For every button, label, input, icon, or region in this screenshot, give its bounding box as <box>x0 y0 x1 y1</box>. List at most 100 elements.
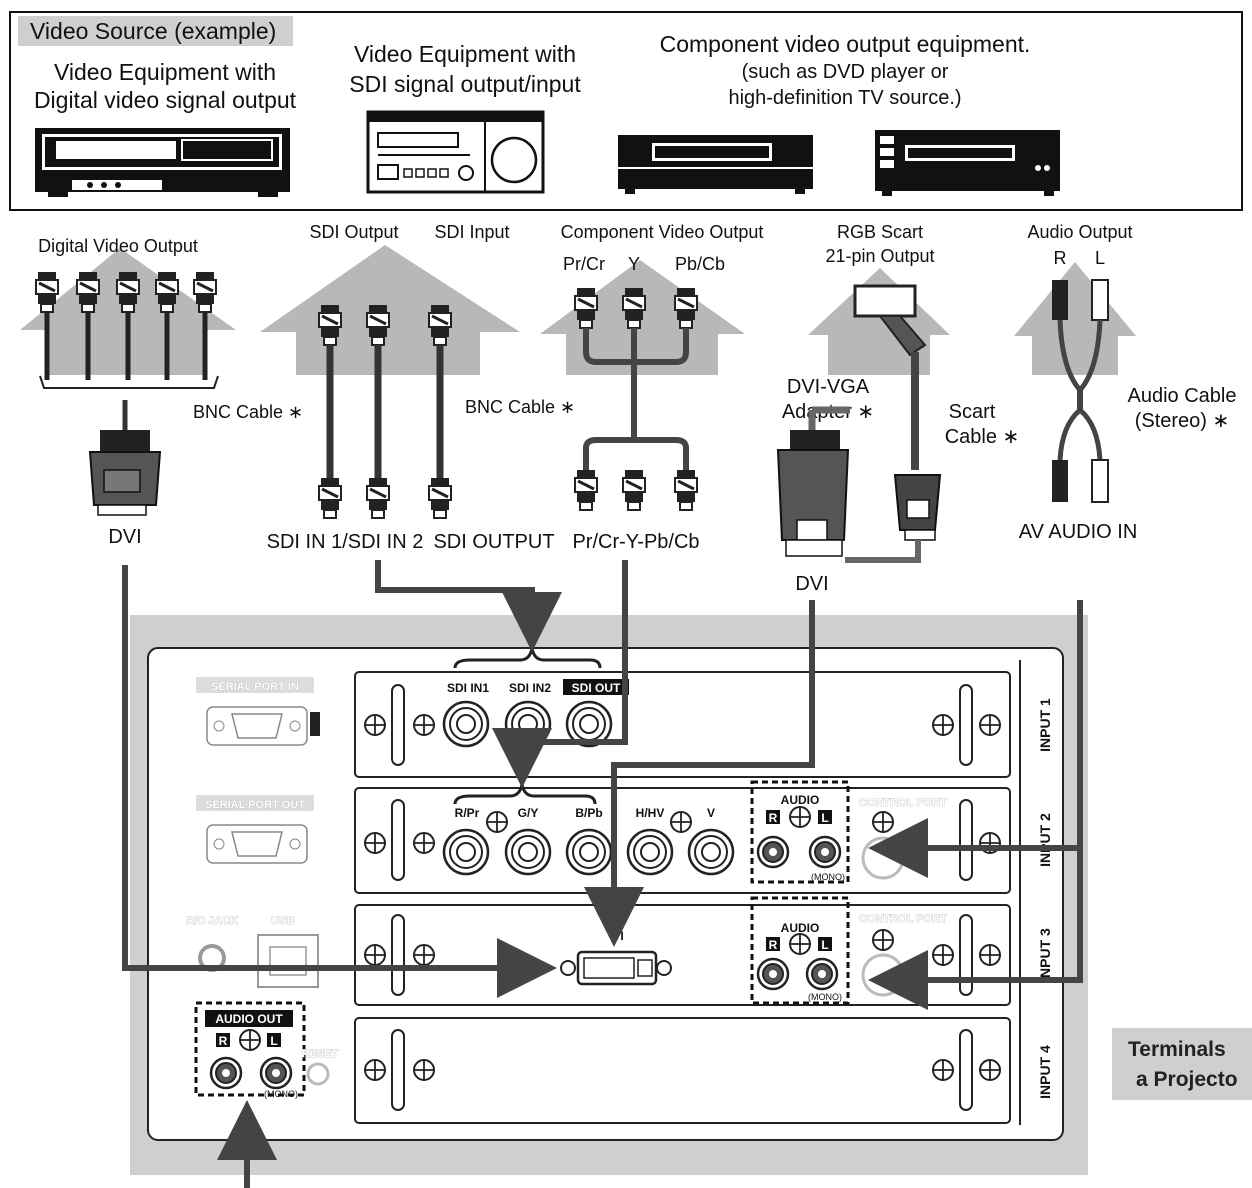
component-video-output-label: Component Video Output <box>561 222 764 242</box>
audio-output-arrow <box>1014 262 1136 375</box>
dvi-left-label: DVI <box>108 526 141 548</box>
input3-mono-label: (MONO) <box>808 992 842 1002</box>
reset-label: RESET <box>302 1048 339 1060</box>
input3-l-label: L <box>821 938 828 952</box>
reset-button[interactable] <box>306 1062 330 1086</box>
plus-screw-icon <box>789 806 811 828</box>
input4-slot <box>354 1017 1011 1124</box>
dvi-plug-left <box>88 430 162 516</box>
bnc-plug-3 <box>115 270 141 380</box>
plus-screw-icon <box>670 811 692 833</box>
dvi-vga-adapter-line1: DVI-VGA <box>787 376 870 398</box>
input3-audio-l-jack[interactable] <box>805 957 839 991</box>
sdi-equipment-line2: SDI signal output/input <box>349 71 581 97</box>
usb-label: USB <box>271 915 294 927</box>
input3-audio-label: AUDIO <box>781 921 820 935</box>
audio-output-label: Audio Output <box>1027 222 1132 242</box>
component-equipment-line1: Component video output equipment. <box>660 31 1031 57</box>
input2-audio-label: AUDIO <box>781 793 820 807</box>
component-equipment-line2: (such as DVD player or <box>742 61 949 83</box>
scart-cable-line1: Scart <box>949 401 996 423</box>
y-label: Y <box>628 254 640 274</box>
input3-slot: I AUDIO R L (MONO) CONTROL PORT <box>354 896 1011 1006</box>
plus-screw-icon <box>872 929 894 951</box>
h-hv-jack[interactable] <box>626 828 674 876</box>
sdi-device-icon <box>366 110 545 194</box>
input3-r-label: R <box>769 938 778 952</box>
input3-control-port[interactable] <box>861 953 905 997</box>
h-hv-label: H/HV <box>636 806 665 820</box>
input2-audio-r-jack[interactable] <box>756 835 790 869</box>
source-tag-bg <box>18 16 293 46</box>
digital-equipment-line2: Digital video signal output <box>34 87 297 113</box>
g-y-jack[interactable] <box>504 828 552 876</box>
audio-out-l-label: L <box>270 1034 277 1048</box>
av-audio-in-label: AV AUDIO IN <box>1019 521 1138 543</box>
audio-cable-line1: Audio Cable <box>1128 385 1237 407</box>
audio-out-group <box>194 1001 306 1097</box>
audio-out-mono-label: (MONO) <box>264 1089 298 1099</box>
input1-label: INPUT 1 <box>1037 698 1053 752</box>
serial-port-out-connector[interactable] <box>206 824 308 864</box>
sdi-to-input1-line <box>375 560 562 652</box>
sdi-output-connector-label: SDI OUTPUT <box>433 531 554 553</box>
dvi-input-port[interactable] <box>560 950 672 986</box>
rgb-scart-label-line2: 21-pin Output <box>825 246 934 266</box>
bnc-plug-4 <box>154 270 180 380</box>
sdi-in2-label: SDI IN2 <box>509 681 551 695</box>
input2-slot: R/Pr G/Y B/Pb H/HV V AUDIO R L (MONO) CO… <box>354 780 1011 894</box>
source-tag: Video Source (example) <box>30 18 276 44</box>
sdi-in-label: SDI IN 1/SDI IN 2 <box>267 531 424 553</box>
input2-l-label: L <box>821 811 828 825</box>
dvi-plug-right <box>776 430 850 557</box>
input2-control-port-label: CONTROL PORT <box>859 797 947 809</box>
rc-jack-label: R/C JACK <box>186 915 238 927</box>
sdi-in1-label: SDI IN1 <box>447 681 489 695</box>
projector-panel: SERIAL PORT IN SERIAL PORT OUT R/C JACK … <box>130 615 1088 1175</box>
audio-out-label: AUDIO OUT <box>215 1012 283 1026</box>
audio-out-r-jack[interactable] <box>209 1056 243 1090</box>
plus-screw-icon <box>239 1029 261 1051</box>
hdtv-source-icon <box>875 130 1060 196</box>
audio-to-input3-line <box>868 848 1083 1010</box>
sdi-in1-jack[interactable] <box>442 700 490 748</box>
serial-port-in-connector[interactable] <box>206 706 320 746</box>
input3-audio-r-jack[interactable] <box>756 957 790 991</box>
connection-lines <box>122 560 1083 1188</box>
rgb-scart-label-line1: RGB Scart <box>837 222 923 242</box>
input4-label: INPUT 4 <box>1037 1045 1053 1099</box>
component-connector-label: Pr/Cr-Y-Pb/Cb <box>572 531 699 553</box>
dvd-player-icon <box>618 135 813 194</box>
bnc-cable-label-2: BNC Cable ∗ <box>465 397 575 417</box>
b-pb-jack[interactable] <box>565 828 613 876</box>
audio-out-r-label: R <box>219 1034 228 1048</box>
audio-r-label: R <box>1054 248 1067 268</box>
bnc-plug-5 <box>192 270 218 380</box>
v-jack[interactable] <box>687 828 735 876</box>
input2-audio-l-jack[interactable] <box>808 835 842 869</box>
dvi-right-label: DVI <box>795 573 828 595</box>
digital-video-device-icon <box>35 128 290 197</box>
serial-port-in-label: SERIAL PORT IN <box>211 681 299 693</box>
scart-cable <box>776 284 942 563</box>
terminals-label-line2: a Projecto <box>1136 1068 1238 1091</box>
video-source-box: Video Source (example) Video Equipment w… <box>9 11 1243 211</box>
bnc-plug-1 <box>34 270 60 380</box>
audio-cable-line2: (Stereo) ∗ <box>1135 410 1230 432</box>
dvi-to-input3-line <box>122 565 557 998</box>
input2-audio-group <box>750 780 850 884</box>
usb-port[interactable] <box>257 934 319 988</box>
sdi-equipment-line1: Video Equipment with <box>354 41 576 67</box>
component-cable <box>573 286 699 512</box>
digital-bnc-cables <box>34 270 219 516</box>
sdi-output-arrow <box>260 245 520 375</box>
input1-slot: SDI IN1 SDI IN2 SDI OUT <box>354 671 1011 778</box>
input3-label: INPUT 3 <box>1037 928 1053 982</box>
input2-control-port[interactable] <box>861 836 905 880</box>
component-equipment-line3: high-definition TV source.) <box>728 87 961 109</box>
audio-out-l-jack[interactable] <box>259 1056 293 1090</box>
cable-bracket <box>39 375 219 389</box>
r-pr-jack[interactable] <box>442 828 490 876</box>
pr-cr-label: Pr/Cr <box>563 254 605 274</box>
g-y-label: G/Y <box>518 806 539 820</box>
